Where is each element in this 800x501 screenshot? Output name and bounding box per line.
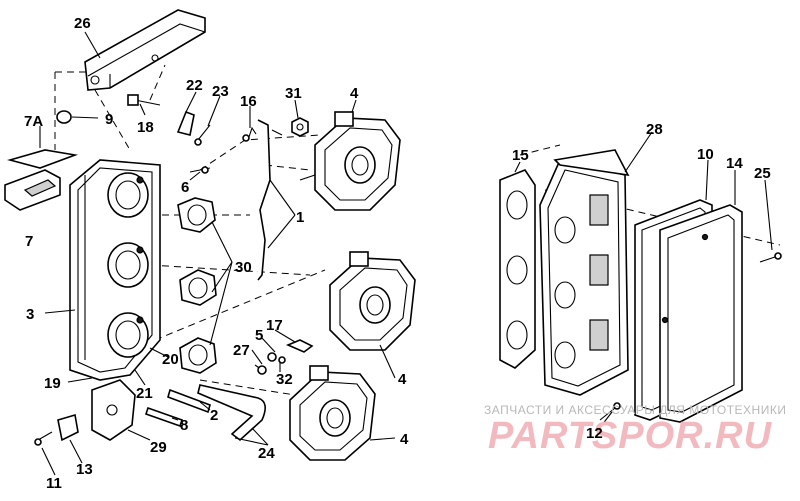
cover-screws [599, 252, 782, 421]
intake-manifold-part [69, 159, 161, 381]
small-fasteners [56, 94, 211, 174]
carburetor-top [299, 111, 401, 211]
reed-plate-part [4, 149, 79, 211]
callout-8: 8 [180, 417, 188, 434]
callout-21: 21 [136, 385, 153, 402]
callout-25: 25 [754, 165, 771, 182]
callout-7a: 7A [24, 113, 43, 130]
carburetor-middle [329, 251, 416, 351]
manifold-gasket-part [499, 169, 536, 369]
lower-brackets [34, 379, 136, 446]
nut-part [291, 117, 309, 137]
callout-12: 12 [586, 425, 603, 442]
callout-2: 2 [210, 407, 218, 424]
callout-20: 20 [162, 351, 179, 368]
gaskets-part [177, 197, 217, 374]
callout-7: 7 [25, 233, 33, 250]
watermark: ЗАПЧАСТИ И АКСЕССУАРЫ ДЛЯ МОТОТЕХНИКИ PA… [484, 403, 786, 457]
callout-10: 10 [697, 146, 714, 163]
callout-17: 17 [266, 317, 283, 334]
silencer-cover-part [659, 204, 743, 423]
callout-18: 18 [137, 119, 154, 136]
callout-6: 6 [181, 179, 189, 196]
callout-24: 24 [258, 445, 275, 462]
callout-26: 26 [74, 15, 91, 32]
linkage-rods-part [242, 119, 283, 281]
small-bits-center [254, 339, 314, 375]
callout-31: 31 [285, 85, 302, 102]
callout-16: 16 [240, 93, 257, 110]
callout-4-top: 4 [350, 85, 359, 102]
cover-bar-part [84, 9, 206, 91]
lower-bolts-and-hose [144, 384, 266, 442]
callout-32: 32 [276, 371, 293, 388]
watermark-tagline: ЗАПЧАСТИ И АКСЕССУАРЫ ДЛЯ МОТОТЕХНИКИ [484, 403, 786, 417]
callout-30: 30 [235, 259, 252, 276]
callout-29: 29 [150, 439, 167, 456]
air-silencer-base-part [539, 149, 630, 396]
callout-27: 27 [233, 342, 250, 359]
callout-3: 3 [26, 306, 34, 323]
callout-19: 19 [44, 375, 61, 392]
callout-15: 15 [512, 147, 529, 164]
callout-13: 13 [76, 461, 93, 478]
callout-9: 9 [105, 111, 113, 128]
bracket-part [176, 110, 211, 146]
leader-lines [39, 31, 773, 476]
callout-22: 22 [186, 77, 203, 94]
callout-11: 11 [46, 475, 62, 492]
callout-5: 5 [255, 327, 263, 344]
callout-4-middle: 4 [398, 371, 407, 388]
callout-23: 23 [212, 83, 229, 100]
callout-1: 1 [296, 209, 304, 226]
callout-14: 14 [726, 155, 743, 172]
watermark-logo: PARTSPOR.RU [488, 415, 773, 457]
callout-labels: 26 22 23 16 31 4 7A 9 18 6 7 1 30 3 5 17… [24, 15, 771, 492]
carburetor-bottom [289, 365, 376, 461]
callout-4-bottom: 4 [400, 431, 409, 448]
callout-28: 28 [646, 121, 663, 138]
